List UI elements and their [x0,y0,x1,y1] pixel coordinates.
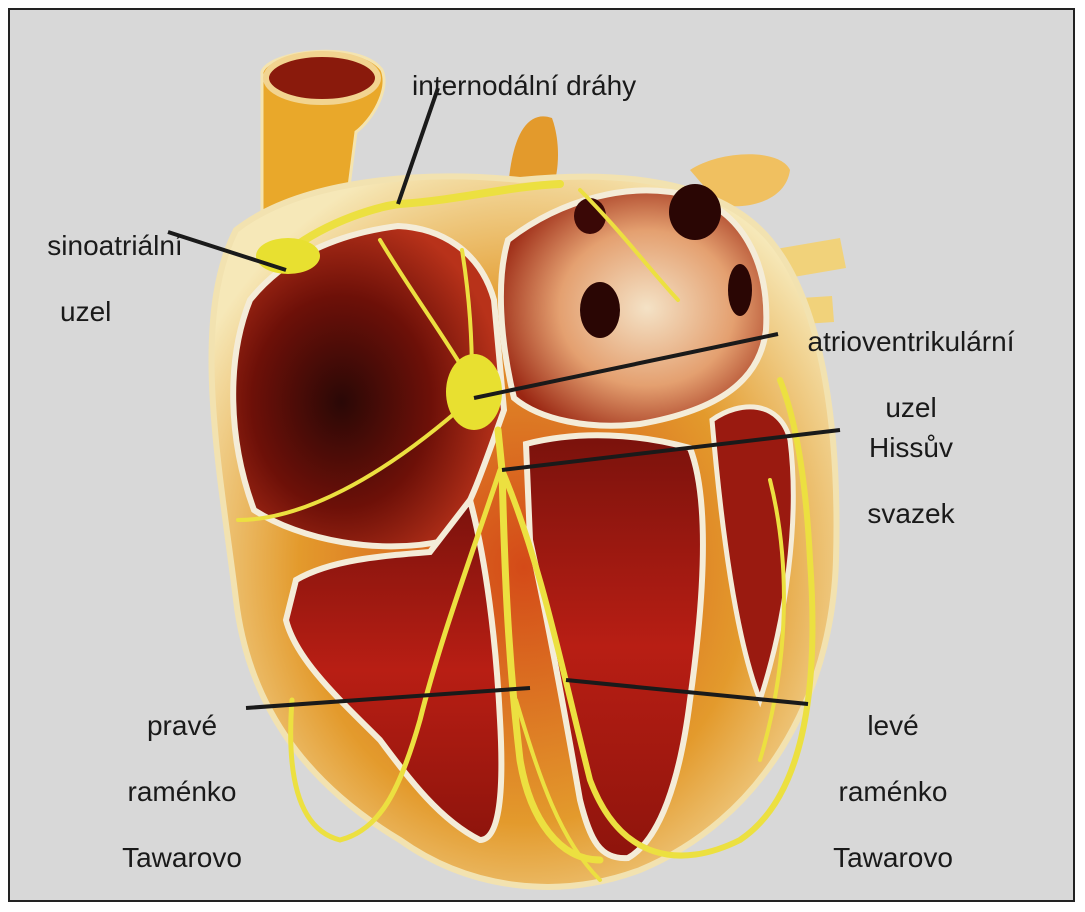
pulmonary-vein-opening [574,198,606,234]
label-right-bundle-line1: pravé [112,709,252,742]
label-his-bundle: Hissův svazek [846,398,976,563]
label-left-bundle: levé raménko Tawarovo [808,676,978,907]
label-left-bundle-line3: Tawarovo [808,841,978,874]
left-atrium [501,190,766,425]
label-sa-node: sinoatriální uzel [30,196,200,361]
label-sa-node-line1: sinoatriální [30,229,200,262]
pulmonary-vein-opening [669,184,721,240]
label-internodal-pathways: internodální dráhy [412,36,636,102]
label-internodal-text: internodální dráhy [412,70,636,101]
label-left-bundle-line2: raménko [808,775,978,808]
label-right-bundle-line3: Tawarovo [112,841,252,874]
label-av-node-line1: atrioventrikulární [786,325,1036,358]
pulmonary-vein-opening [580,282,620,338]
label-sa-node-line2: uzel [30,295,200,328]
label-left-bundle-line1: levé [808,709,978,742]
label-right-bundle-line2: raménko [112,775,252,808]
sa-node [256,238,320,274]
label-right-bundle: pravé raménko Tawarovo [112,676,252,907]
label-his-line2: svazek [846,497,976,530]
label-his-line1: Hissův [846,431,976,464]
pulmonary-vein-opening [728,264,752,316]
